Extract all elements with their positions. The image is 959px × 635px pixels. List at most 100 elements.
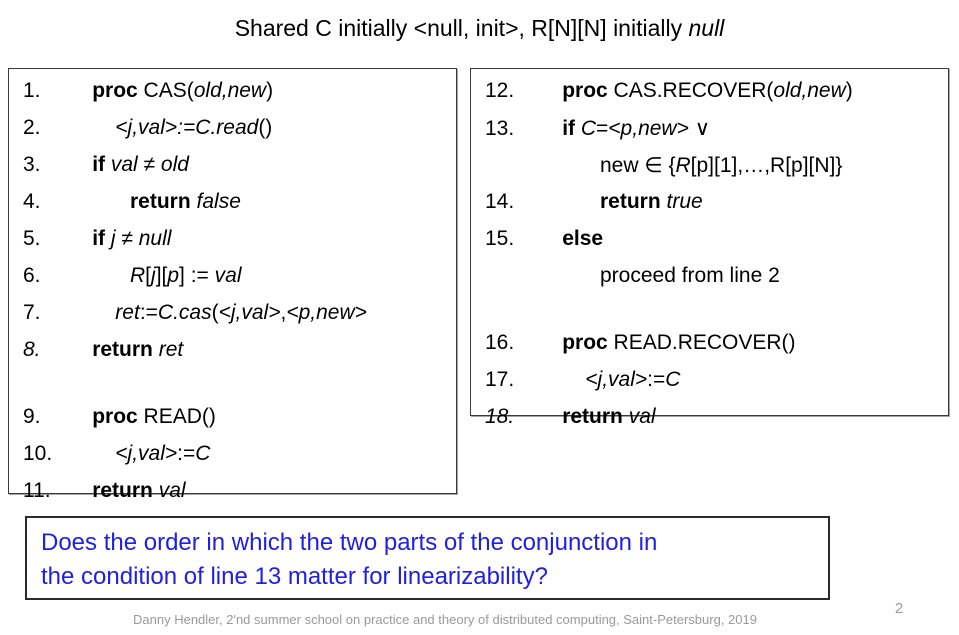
code-line-number: 11. [23,479,51,502]
code-line-spacer [471,301,948,331]
code-line: 12. proc CAS.RECOVER(old,new) [471,79,948,116]
code-line: 9. proc READ() [9,405,456,442]
code-line-number: 1. [23,79,41,102]
code-line: 6.R[j][p] := val [9,264,456,301]
code-line-text: new ∈ {R[p][1],…,R[p][N]} [537,153,948,178]
code-token: := [647,368,666,391]
code-token: if [92,227,111,250]
code-token: val [628,405,656,428]
code-token: p [167,264,180,287]
code-token: if [562,117,581,140]
code-token: ret [115,301,140,324]
code-token: proc [92,405,144,428]
code-token: ) [266,79,274,102]
code-token: <j,val> [115,116,178,139]
code-line: 5.if j ≠ null [9,227,456,264]
code-token: R [130,264,146,287]
footer-credit: Danny Hendler, 2'nd summer school on pra… [133,612,757,627]
code-line-number: 2. [23,116,41,139]
code-line-text: <j,val>:=C [537,368,948,392]
code-token: val [214,264,242,287]
code-line: 11. return val [9,479,456,516]
code-line-text: proceed from line 2 [537,264,948,288]
code-line-number: 17. [485,368,515,391]
code-token: ret [158,338,184,361]
code-token: READ() [143,405,216,428]
code-token: [p][1],…,R[p][N]} [690,154,843,177]
code-line-number: 3. [23,153,41,176]
code-line-text: <j,val>:=C [67,442,456,466]
code-token: proc [562,331,614,354]
code-line-spacer [9,375,456,405]
code-line-text: proc READ.RECOVER() [537,331,948,355]
code-line: 2. <j,val>:=C.read() [9,116,456,153]
code-line-text: return val [67,479,456,503]
code-token: proc [562,79,614,102]
code-line-text: if C=<p,new> ∨ [537,116,948,141]
page-title-italic-word: null [688,15,725,41]
code-token: j [151,264,156,287]
code-token: <j,val> [585,368,648,391]
code-token: old,new [773,79,846,102]
code-token: C.cas [157,301,212,324]
code-token: <p,new> [608,117,689,140]
question-callout-box: Does the order in which the two parts of… [25,516,830,600]
code-token: C [195,442,211,465]
page-number: 2 [894,600,904,617]
code-token: ] := [179,264,215,287]
code-line-text: return ret [67,338,456,362]
code-token: old,new [193,79,267,102]
page-title-text: Shared C initially <null, init>, R[N][N]… [234,15,689,41]
code-token: CAS( [143,79,194,102]
code-line-number: 12. [485,79,515,102]
code-line-text: proc CAS.RECOVER(old,new) [537,79,948,103]
code-line: proceed from line 2 [471,264,948,301]
code-token: C [665,368,681,391]
code-token: false [196,190,241,213]
code-token: val [158,479,186,502]
code-line: 10. <j,val>:=C [9,442,456,479]
code-token: ) [845,79,853,102]
code-line: 4. return false [9,190,456,227]
code-line: 8. return ret [9,338,456,375]
question-line-2: the condition of line 13 matter for line… [41,563,548,590]
code-token: READ.RECOVER() [613,331,796,354]
code-token: = [596,117,609,140]
code-line-text: ret:=C.cas(<j,val>,<p,new> [67,301,456,325]
code-line: 1. proc CAS(old,new) [9,79,456,116]
code-line-number: 10. [23,442,53,465]
code-line: 14.return true [471,190,948,227]
code-token: C [580,117,597,140]
code-token: ( [211,301,219,324]
code-line-text: if val ≠ old [67,153,456,177]
code-token: <j,val> [115,442,178,465]
code-line-number: 7. [23,301,41,324]
code-token: return [92,479,159,502]
code-line-number: 8. [23,338,41,361]
code-line-number: 16. [485,331,515,354]
code-line-number: 9. [23,405,41,428]
code-line-number: 6. [23,264,41,287]
code-line-text: proc CAS(old,new) [67,79,456,103]
code-line-text: return false [67,190,456,214]
question-line-1: Does the order in which the two parts of… [41,529,658,556]
code-line-text: proc READ() [67,405,456,429]
code-token: proc [92,79,144,102]
code-line: 15.else [471,227,948,264]
code-line-number: 4. [23,190,41,213]
page-title: Shared C initially <null, init>, R[N][N]… [0,14,959,42]
code-token: proceed from line 2 [600,264,780,287]
code-line: 13.if C=<p,new> ∨ [471,116,948,153]
code-token: new ∈ { [600,154,676,177]
code-block-right: 12. proc CAS.RECOVER(old,new) 13.if C=<p,n… [470,68,949,428]
code-token: , [280,301,287,324]
code-token: CAS.RECOVER( [613,79,774,102]
code-token: return [600,190,667,213]
code-token: return [562,405,629,428]
code-line: new ∈ {R[p][1],…,R[p][N]} [471,153,948,190]
code-token: := [177,116,196,139]
code-line-text: <j,val>:=C.read() [67,116,456,140]
code-token: C.read [195,116,259,139]
code-line-number: 15. [485,227,515,250]
code-line-text: return val [537,405,948,429]
